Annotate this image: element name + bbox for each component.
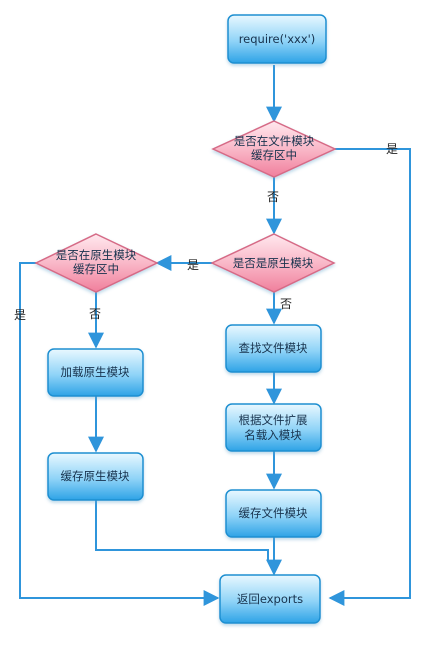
- node-find-file: 查找文件模块: [225, 324, 322, 373]
- node-is-native-line-1: 是否是原生模块: [233, 256, 314, 270]
- edge-label-is-native-yes: 是: [187, 258, 199, 272]
- node-return-exports: 返回exports: [219, 574, 321, 624]
- node-start-label: require('xxx'): [239, 32, 316, 46]
- node-start: require('xxx'): [227, 14, 327, 64]
- edge-label-is-native-no: 否: [280, 297, 292, 311]
- node-in-native-cache: 是否在原生模块 缓存区中: [34, 233, 159, 293]
- node-load-native: 加载原生模块: [47, 348, 144, 397]
- node-in-native-cache-line-1: 是否在原生模块: [56, 248, 137, 262]
- node-cache-native-label: 缓存原生模块: [61, 469, 130, 483]
- edge-label-native-cache-no: 否: [89, 307, 101, 321]
- node-load-by-ext-line-1: 根据文件扩展: [239, 413, 308, 427]
- edge-cache-native-to-return: [95, 500, 269, 560]
- edge-native-cache-yes-to-return: [19, 262, 220, 606]
- node-cache-native: 缓存原生模块: [47, 452, 144, 501]
- node-in-native-cache-line-2: 缓存区中: [73, 262, 119, 276]
- edge-label-file-cache-no: 否: [267, 190, 279, 204]
- node-is-native: 是否是原生模块: [210, 233, 336, 293]
- node-in-file-cache-line-1: 是否在文件模块: [234, 134, 315, 148]
- node-return-exports-label: 返回exports: [237, 592, 303, 606]
- node-load-native-label: 加载原生模块: [61, 365, 130, 379]
- node-in-file-cache: 是否在文件模块 缓存区中: [211, 120, 337, 178]
- node-load-by-ext-line-2: 名载入模块: [244, 428, 302, 442]
- node-cache-file-label: 缓存文件模块: [239, 506, 308, 520]
- edge-label-native-cache-yes: 是: [14, 308, 26, 322]
- edge-file-cache-yes-to-return: [328, 148, 411, 606]
- edges: [19, 65, 411, 606]
- edge-label-file-cache-yes: 是: [386, 142, 398, 156]
- node-in-file-cache-line-2: 缓存区中: [251, 148, 297, 162]
- node-cache-file: 缓存文件模块: [225, 489, 322, 538]
- node-load-by-ext: 根据文件扩展 名载入模块: [225, 403, 322, 452]
- node-find-file-label: 查找文件模块: [239, 341, 308, 355]
